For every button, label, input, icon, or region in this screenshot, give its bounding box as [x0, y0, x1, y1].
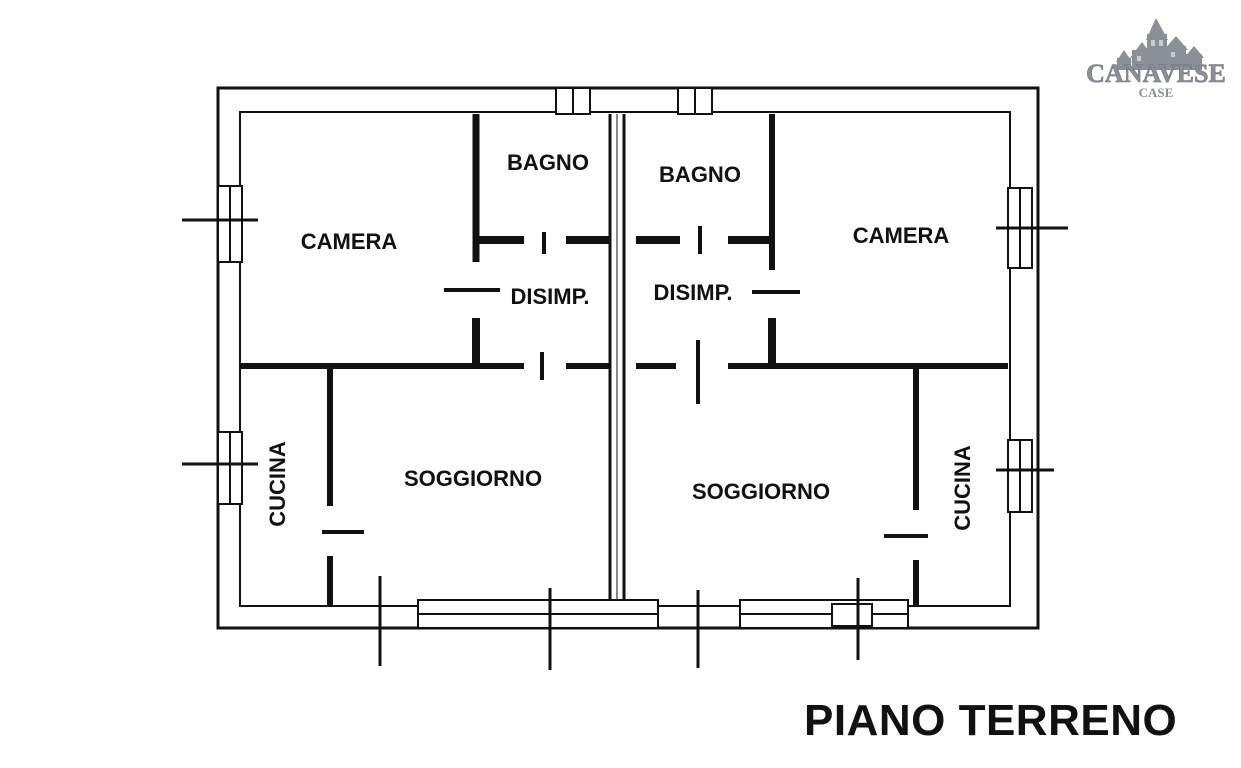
bottom-openings: [417, 599, 909, 629]
room-label-left-soggiorno: SOGGIORNO: [404, 466, 542, 491]
brand-sub: CASE: [1139, 85, 1174, 100]
houses-icon: [1116, 18, 1204, 70]
brand-logo: CANAVESE CASE: [1086, 18, 1226, 100]
room-label-right-bagno: BAGNO: [659, 162, 741, 187]
brand-name: CANAVESE: [1086, 59, 1226, 88]
room-label-left-bagno: BAGNO: [507, 150, 589, 175]
room-label-right-cucina: CUCINA: [950, 445, 975, 531]
right-windows: [996, 187, 1068, 513]
bottom-ticks: [378, 576, 860, 670]
right-interior-walls: [636, 114, 1008, 606]
left-windows: [182, 185, 258, 505]
room-label-left-camera: CAMERA: [301, 229, 398, 254]
room-label-left-disimp: DISIMP.: [510, 284, 589, 309]
floor-title: PIANO TERRENO: [804, 696, 1178, 745]
party-wall: [608, 114, 626, 606]
left-interior-walls: [240, 114, 610, 606]
top-windows: [555, 87, 713, 115]
room-label-right-disimp: DISIMP.: [653, 280, 732, 305]
room-label-right-soggiorno: SOGGIORNO: [692, 479, 830, 504]
exterior-walls: [216, 86, 1040, 630]
room-label-right-camera: CAMERA: [853, 223, 950, 248]
room-label-left-cucina: CUCINA: [265, 441, 290, 527]
